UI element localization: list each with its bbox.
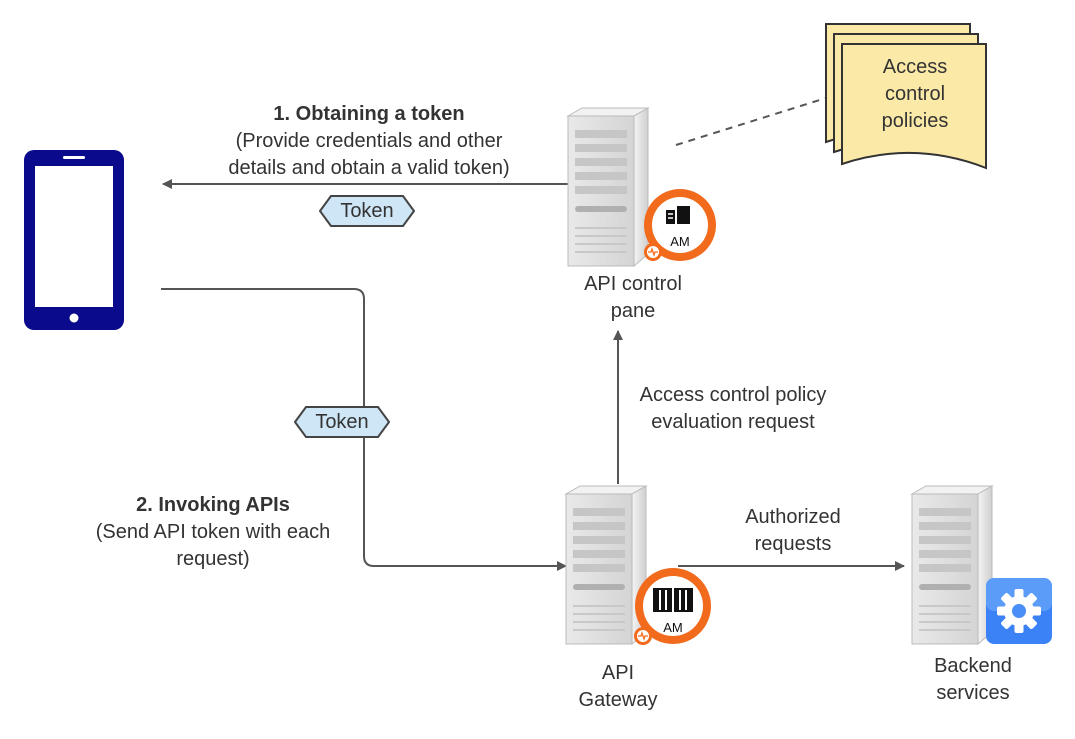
policies-line-3: policies <box>881 110 949 132</box>
token-tag-shape <box>319 195 415 227</box>
access-control-policies-label: Access control policies <box>848 54 982 135</box>
token-tag-shape <box>294 406 390 438</box>
token-label: Token <box>315 411 369 433</box>
control-plane-label: API control pane <box>553 271 713 325</box>
authorized-requests-label: Authorized requests <box>718 504 868 558</box>
step1-line-2: details and obtain a valid token) <box>228 157 510 179</box>
am-gateway-badge-icon: AM <box>634 568 711 645</box>
connectors <box>161 97 905 571</box>
step2-title: 2. Invoking APIs <box>136 494 290 516</box>
step2-label: 2. Invoking APIs (Send API token with ea… <box>70 492 356 573</box>
authorized-line-1: Authorized <box>745 506 841 528</box>
backend-line-1: Backend <box>934 655 1012 677</box>
gateway-server-icon <box>564 485 648 646</box>
step1-line-1: (Provide credentials and other <box>235 130 503 152</box>
token-tag-top: Token <box>319 195 415 227</box>
authorized-line-2: requests <box>754 533 832 555</box>
backend-line-2: services <box>936 682 1010 704</box>
gateway-line-1: API <box>601 662 635 684</box>
step1-title: 1. Obtaining a token <box>273 103 465 125</box>
backend-server-icon <box>910 485 994 646</box>
access-control-policies-icon <box>825 23 987 170</box>
gateway-label: API Gateway <box>558 660 678 714</box>
policies-line-2: control <box>884 83 946 105</box>
control-plane-line-1: API control <box>584 273 682 295</box>
control-plane-line-2: pane <box>610 300 656 322</box>
step2-line-1: (Send API token with each <box>95 521 331 543</box>
gear-icon <box>986 578 1052 644</box>
step1-label: 1. Obtaining a token (Provide credential… <box>196 101 542 182</box>
step2-line-2: request) <box>176 548 250 570</box>
evaluation-line-1: Access control policy <box>639 384 827 406</box>
evaluation-request-label: Access control policy evaluation request <box>618 382 848 436</box>
token-label: Token <box>340 200 394 222</box>
dashed-link-policies <box>675 97 827 146</box>
am-gateway-badge-text: AM <box>663 620 683 635</box>
policies-line-1: Access <box>882 56 948 78</box>
am-control-plane-badge-icon: AM <box>644 189 716 261</box>
control-plane-server-icon <box>566 107 650 268</box>
gateway-line-2: Gateway <box>578 689 658 711</box>
evaluation-line-2: evaluation request <box>651 411 815 433</box>
am-control-plane-badge-text: AM <box>670 234 690 249</box>
backend-label: Backend services <box>903 653 1043 707</box>
token-tag-middle: Token <box>294 406 390 438</box>
phone-icon <box>24 150 124 330</box>
